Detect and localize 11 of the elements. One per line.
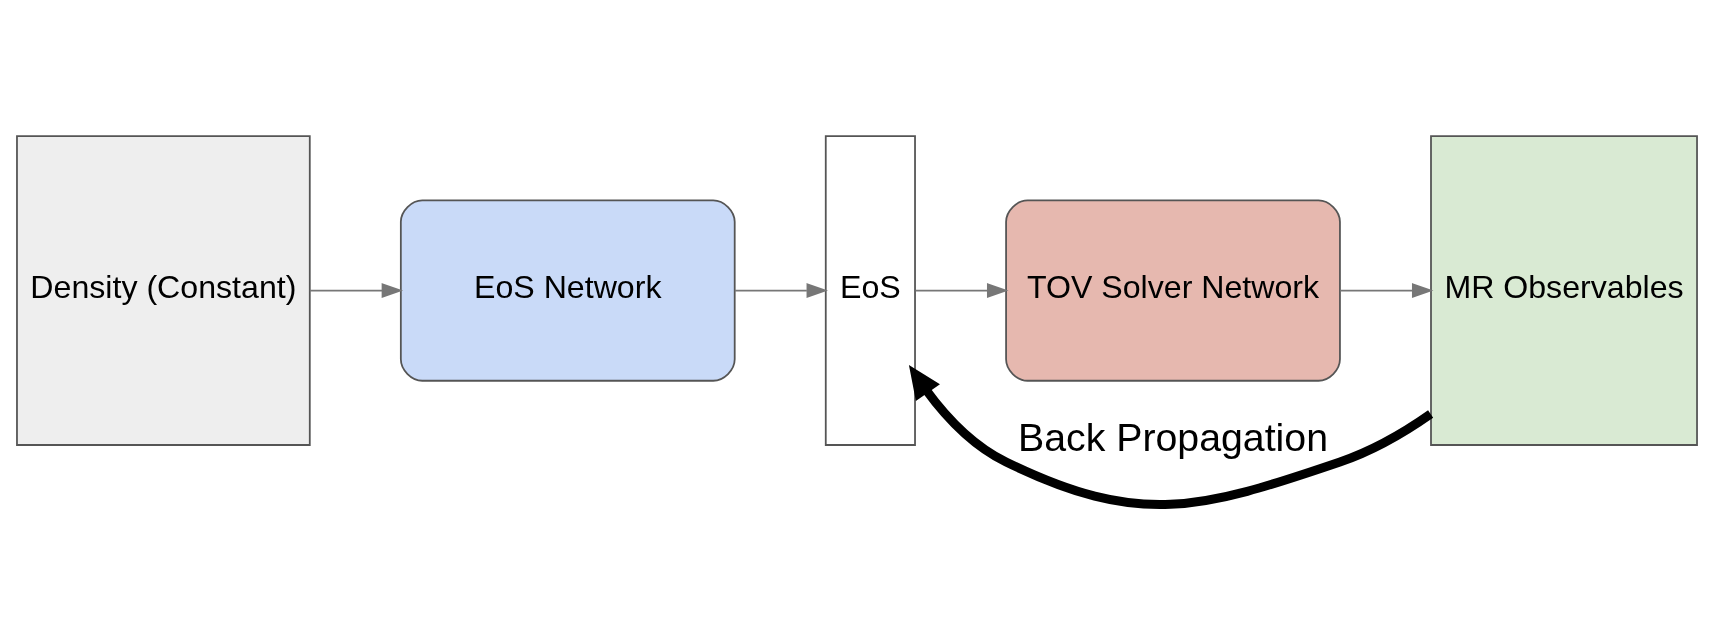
arrow [733, 283, 828, 299]
edge-label: Back Propagation [1018, 414, 1328, 459]
node-box: Density (Constant) [16, 135, 311, 446]
node-box: MR Observables [1430, 135, 1698, 446]
arrow [308, 283, 404, 299]
arrow [914, 283, 1009, 299]
node-box: TOV Solver Network [1005, 199, 1341, 382]
arrow [1339, 283, 1434, 299]
node-box: EoS Network [399, 199, 736, 382]
arrow [908, 365, 1434, 509]
node-box: EoS [824, 135, 916, 446]
